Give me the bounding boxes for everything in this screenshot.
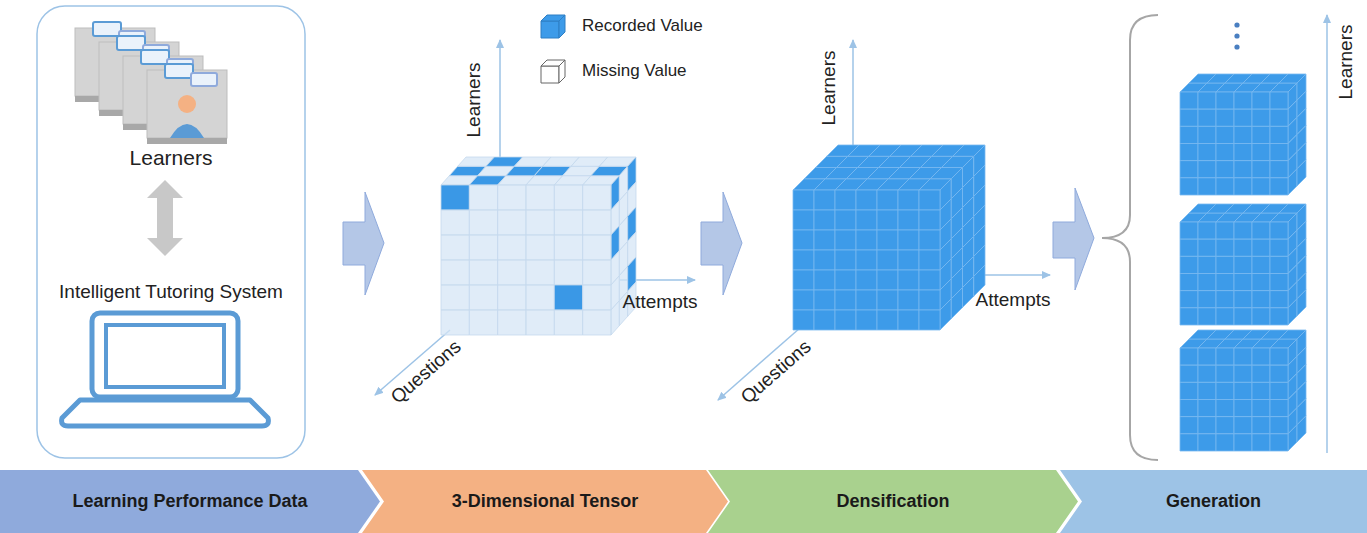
stage-label: 3-Dimensional Tensor [362, 470, 728, 533]
laptop-icon [62, 313, 269, 426]
bracket [1102, 15, 1158, 460]
legend-swatch [538, 57, 568, 85]
stage-band: Learning Performance Data [0, 470, 380, 533]
legend-swatch [538, 12, 568, 40]
axis-label: Attempts [623, 291, 698, 313]
panel-outline [37, 6, 305, 458]
axis-label: Learners [1335, 25, 1357, 100]
panel-label: Intelligent Tutoring System [37, 281, 305, 303]
axis-label: Learners [463, 63, 485, 138]
axis-label: Attempts [976, 289, 1051, 311]
stage-label: Learning Performance Data [0, 470, 380, 533]
system-panel: LearnersIntelligent Tutoring System [37, 6, 305, 458]
panel-label: Learners [37, 146, 305, 170]
stage-band: Generation [1060, 470, 1367, 533]
tensor-cubes [441, 74, 1306, 451]
learner-icons [75, 22, 227, 144]
ellipsis-dots [1234, 22, 1239, 49]
double-arrow [147, 180, 183, 256]
legend-item: Missing Value [538, 57, 687, 85]
stage-label: Generation [1060, 470, 1367, 533]
stage-label: Densification [708, 470, 1078, 533]
axis-label: Questions [387, 336, 466, 409]
axis-label: Learners [818, 51, 840, 126]
stage-band: Densification [708, 470, 1078, 533]
stage-band: 3-Dimensional Tensor [362, 470, 728, 533]
legend-item: Recorded Value [538, 12, 703, 40]
legend-text: Missing Value [582, 61, 687, 81]
axis-label: Questions [737, 336, 816, 409]
axis-line [375, 15, 1327, 453]
legend-text: Recorded Value [582, 16, 703, 36]
